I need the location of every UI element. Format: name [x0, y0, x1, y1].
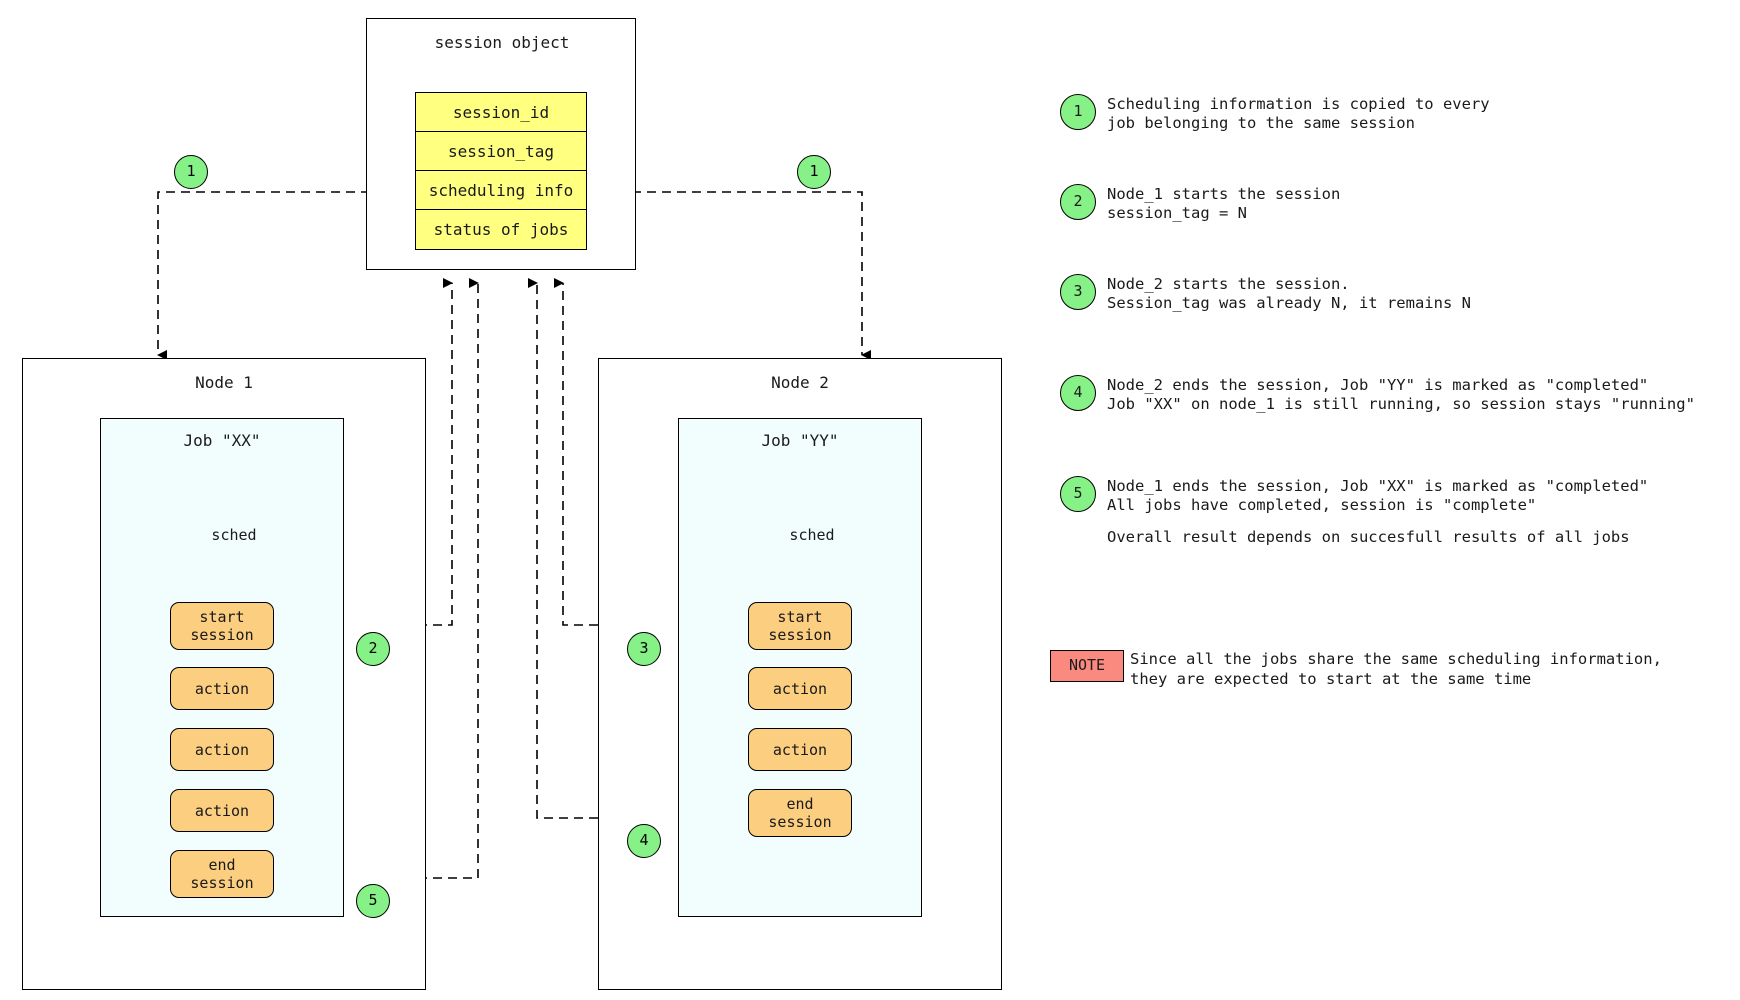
note-text-line2: they are expected to start at the same t…	[1130, 670, 1532, 688]
session-object-title: session object	[434, 33, 570, 52]
node-1-sched-flag: sched	[180, 523, 264, 549]
node-1-sched-label: sched	[211, 526, 257, 544]
legend-text-3-line1: Node_2 starts the session.	[1107, 275, 1350, 293]
diagram-marker-2: 2	[356, 632, 390, 666]
node-2-step-start-session[interactable]: start session	[748, 602, 852, 650]
diagram-marker-3: 3	[627, 632, 661, 666]
legend-text-1-line1: Scheduling information is copied to ever…	[1107, 95, 1490, 113]
legend-overall-result: Overall result depends on succesfull res…	[1107, 528, 1630, 546]
legend-text-5-line1: Node_1 ends the session, Job "XX" is mar…	[1107, 477, 1649, 495]
legend-marker-3: 3	[1060, 274, 1096, 310]
note-text-line1: Since all the jobs share the same schedu…	[1130, 650, 1662, 668]
legend-marker-1: 1	[1060, 94, 1096, 130]
node-2-sched-flag: sched	[758, 523, 842, 549]
diagram-marker-1-right: 1	[797, 155, 831, 189]
node-1-step-action-2[interactable]: action	[170, 728, 274, 771]
legend-marker-4: 4	[1060, 375, 1096, 411]
node-1-step-end-session[interactable]: end session	[170, 850, 274, 898]
node-1-title: Node 1	[195, 373, 253, 392]
legend-text-3-line2: Session_tag was already N, it remains N	[1107, 294, 1471, 312]
session-field-session-id: session_id	[416, 93, 586, 132]
session-field-stack: session_id session_tag scheduling info s…	[415, 92, 587, 250]
diagram-marker-4: 4	[627, 824, 661, 858]
diagram-marker-1-left: 1	[174, 155, 208, 189]
session-field-session-tag: session_tag	[416, 132, 586, 171]
node-1-step-action-1[interactable]: action	[170, 667, 274, 710]
legend-marker-5: 5	[1060, 476, 1096, 512]
node-1-step-start-session[interactable]: start session	[170, 602, 274, 650]
node-1-step-action-3[interactable]: action	[170, 789, 274, 832]
session-field-scheduling-info: scheduling info	[416, 171, 586, 210]
legend-text-1-line2: job belonging to the same session	[1107, 114, 1415, 132]
legend-text-5-line2: All jobs have completed, session is "com…	[1107, 496, 1537, 514]
job-yy-title: Job "YY"	[761, 431, 839, 450]
note-badge: NOTE	[1050, 650, 1124, 682]
node-2-title: Node 2	[771, 373, 829, 392]
legend-text-2-line1: Node_1 starts the session	[1107, 185, 1341, 203]
legend-marker-2: 2	[1060, 184, 1096, 220]
legend-text-2-line2: session_tag = N	[1107, 204, 1247, 222]
job-xx-title: Job "XX"	[183, 431, 261, 450]
session-field-status-of-jobs: status of jobs	[416, 210, 586, 249]
node-2-step-action-2[interactable]: action	[748, 728, 852, 771]
node-2-sched-label: sched	[789, 526, 835, 544]
legend-text-4-line1: Node_2 ends the session, Job "YY" is mar…	[1107, 376, 1649, 394]
node-2-step-action-1[interactable]: action	[748, 667, 852, 710]
node-2-step-end-session[interactable]: end session	[748, 789, 852, 837]
legend-text-4-line2: Job "XX" on node_1 is still running, so …	[1107, 395, 1695, 413]
diagram-marker-5: 5	[356, 884, 390, 918]
